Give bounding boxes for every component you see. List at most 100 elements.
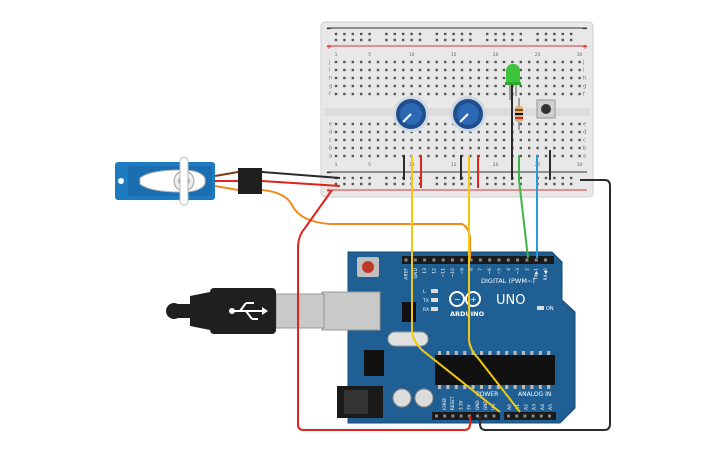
digital-pin-label: GND xyxy=(413,267,419,278)
digital-pin-hole[interactable] xyxy=(451,258,454,262)
breadboard-hole xyxy=(570,138,573,142)
analog-pin-label: A2 xyxy=(523,404,529,410)
analog-pin-hole[interactable] xyxy=(548,414,551,418)
resistor-icon[interactable] xyxy=(515,98,523,130)
reset-button-cap[interactable] xyxy=(362,261,374,273)
power-pin-hole[interactable] xyxy=(459,414,463,418)
digital-pin-hole[interactable] xyxy=(478,258,482,262)
breadboard-hole xyxy=(528,138,531,142)
rail-hole xyxy=(544,176,548,180)
servo-connector xyxy=(238,168,262,194)
breadboard-hole xyxy=(376,154,380,158)
power-pin-hole[interactable] xyxy=(451,414,455,418)
breadboard-hole xyxy=(486,138,489,142)
power-header xyxy=(432,412,500,420)
digital-pin-hole[interactable] xyxy=(516,258,520,262)
digital-pin-hole[interactable] xyxy=(404,258,408,262)
breadboard-hole xyxy=(536,138,539,142)
rail-hole xyxy=(343,182,346,186)
digital-pin-hole[interactable] xyxy=(525,258,529,262)
usb-cable-icon[interactable] xyxy=(166,288,325,334)
breadboard-hole xyxy=(360,76,363,80)
breadboard-hole xyxy=(402,60,405,64)
digital-pin-hole[interactable] xyxy=(544,258,547,262)
analog-pin-hole[interactable] xyxy=(523,414,527,418)
breadboard-hole xyxy=(393,130,396,134)
analog-pin-hole[interactable] xyxy=(531,414,535,418)
rail-hole xyxy=(402,32,405,36)
power-pin-hole[interactable] xyxy=(435,414,438,418)
breadboard-hole xyxy=(368,138,371,142)
digital-pin-hole[interactable] xyxy=(423,258,427,262)
pushbutton-icon[interactable] xyxy=(536,99,556,119)
digital-pin-hole[interactable] xyxy=(534,258,538,262)
row-letter: c xyxy=(329,138,332,144)
digital-pin-hole[interactable] xyxy=(506,258,510,262)
breadboard-hole xyxy=(561,146,564,150)
breadboard-hole xyxy=(561,68,564,72)
breadboard-hole xyxy=(561,76,564,80)
breadboard-hole xyxy=(402,146,405,150)
breadboard-hole xyxy=(376,92,380,96)
analog-pin-hole[interactable] xyxy=(539,414,543,418)
breadboard-hole xyxy=(427,68,430,72)
column-number-top: 1 xyxy=(335,52,338,58)
digital-pin-hole[interactable] xyxy=(432,258,436,262)
chip-pin xyxy=(463,385,467,389)
breadboard-hole xyxy=(528,84,531,88)
breadboard-hole xyxy=(435,146,438,150)
breadboard-hole xyxy=(427,130,430,134)
potentiometer-icon[interactable] xyxy=(393,96,429,132)
breadboard-hole xyxy=(418,60,422,64)
breadboard-hole xyxy=(570,146,573,150)
chip-pin xyxy=(538,385,542,389)
analog-pin-hole[interactable] xyxy=(515,414,519,418)
breadboard-hole xyxy=(494,154,497,158)
digital-pin-hole[interactable] xyxy=(441,258,445,262)
power-jack-socket xyxy=(344,390,368,414)
servo-motor-icon[interactable] xyxy=(115,156,262,206)
breadboard-hole xyxy=(351,92,354,96)
rail-hole xyxy=(519,176,522,180)
row-letter: f xyxy=(583,92,585,98)
chip-pin xyxy=(522,385,525,389)
analog-pin-hole[interactable] xyxy=(507,414,510,418)
breadboard-hole xyxy=(368,92,371,96)
rail-hole xyxy=(553,176,556,180)
breadboard-hole xyxy=(435,68,438,72)
digital-pin-hole[interactable] xyxy=(413,258,417,262)
breadboard-hole xyxy=(460,84,464,88)
potentiometer-icon[interactable] xyxy=(450,96,486,132)
row-letter: b xyxy=(329,146,332,152)
digital-pin-hole[interactable] xyxy=(469,258,473,262)
rail-hole xyxy=(402,38,405,42)
breadboard-hole xyxy=(486,146,489,150)
breadboard-hole xyxy=(578,138,581,142)
status-led xyxy=(431,307,438,311)
breadboard-hole xyxy=(360,130,363,134)
power-pin-hole[interactable] xyxy=(492,414,496,418)
column-number-top: 20 xyxy=(493,52,499,58)
breadboard-hole xyxy=(410,84,413,88)
power-pin-hole[interactable] xyxy=(476,414,479,418)
led-icon[interactable] xyxy=(505,64,521,100)
breadboard-hole xyxy=(536,92,539,96)
power-pin-hole[interactable] xyxy=(484,414,488,418)
digital-label: DIGITAL (PWM~) xyxy=(481,277,535,285)
rail-hole xyxy=(418,32,422,36)
status-led xyxy=(431,289,438,293)
chip-pin xyxy=(505,351,509,355)
svg-text:−: − xyxy=(454,295,461,304)
digital-pin-hole[interactable] xyxy=(460,258,464,262)
digital-pin-hole[interactable] xyxy=(488,258,492,262)
breadboard-hole xyxy=(410,146,413,150)
breadboard-hole xyxy=(410,138,413,142)
breadboard-hole xyxy=(519,154,522,158)
rail-hole xyxy=(469,182,472,186)
digital-pin-hole[interactable] xyxy=(497,258,501,262)
breadboard-hole xyxy=(360,146,363,150)
chip-pin xyxy=(446,385,450,389)
power-pin-hole[interactable] xyxy=(443,414,447,418)
usb-port xyxy=(321,291,381,331)
